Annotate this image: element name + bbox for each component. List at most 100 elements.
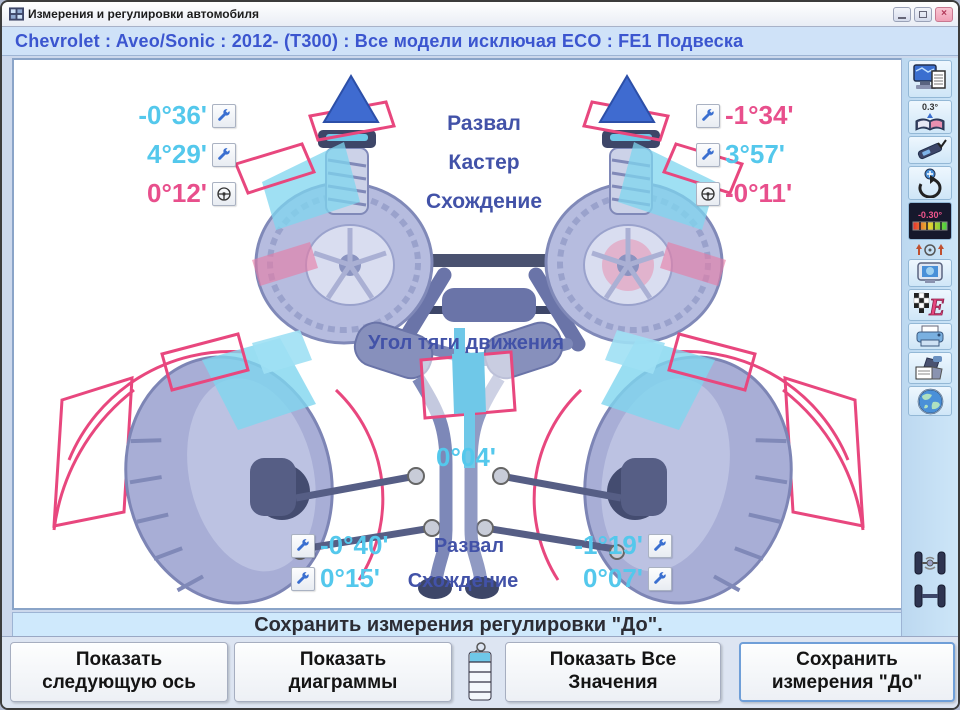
- level-display-value: -0.30°: [917, 209, 943, 220]
- front-left-camber-row: -0°36': [66, 100, 236, 131]
- close-icon: ×: [941, 8, 947, 19]
- wrench-icon: [216, 147, 232, 163]
- wrench-icon: [216, 108, 232, 124]
- save-tool-icon: [915, 356, 943, 380]
- rear-camber-label: Развал: [433, 535, 505, 557]
- globe-button[interactable]: [908, 386, 952, 416]
- value-list-magnifier-icon: [468, 642, 492, 701]
- wrench-icon: [652, 538, 668, 554]
- steering-wheel-icon: [700, 186, 716, 202]
- save-tool-button[interactable]: [908, 352, 952, 384]
- front-caster-label: Кастер: [448, 151, 520, 174]
- front-right-caster-row: 3°57': [696, 139, 785, 170]
- value-list-button[interactable]: [458, 639, 500, 705]
- adjust-front-left-caster-button[interactable]: [212, 142, 236, 167]
- front-left-camber-value: -0°36': [138, 100, 207, 130]
- show-next-axle-button[interactable]: Показать следующую ось: [10, 642, 228, 702]
- steering-wheel-icon: [216, 186, 232, 202]
- title-bar: Измерения и регулировки автомобиля ×: [2, 2, 958, 27]
- front-camber-label: Развал: [447, 112, 521, 135]
- spec-book-icon: [915, 112, 945, 131]
- front-left-caster-value: 4°29': [147, 139, 207, 169]
- thrust-angle-row: 0°04': [436, 442, 496, 473]
- front-left-toe-value: 0°12': [147, 178, 207, 208]
- rear-left-toe-value: 0°15': [320, 563, 380, 593]
- front-right-camber-value: -1°34': [725, 100, 794, 130]
- measurement-panel: -0°36' 4°29' 0°12' Развал Кастер Схожден…: [12, 58, 905, 610]
- suspension-illustration: [52, 74, 865, 605]
- rear-right-camber-row: -1°19': [444, 530, 672, 561]
- front-left-toe-row: 0°12': [66, 178, 236, 209]
- caliper-check-icon: [917, 139, 947, 160]
- adjust-front-right-camber-button[interactable]: [696, 103, 720, 128]
- monitor-icon: [917, 262, 943, 283]
- front-right-toe-value: -0°11': [725, 178, 793, 208]
- rear-left-camber-row: -0°40': [291, 530, 389, 561]
- maximize-icon: [919, 10, 927, 18]
- rear-right-camber-value: -1°19': [574, 530, 643, 560]
- rear-axle-graphic: [52, 321, 865, 605]
- spec-book-button[interactable]: 0.3°: [908, 100, 952, 134]
- printer-icon: [916, 325, 944, 347]
- spec-value: 0.3°: [921, 101, 939, 112]
- front-toe-label: Схождение: [425, 190, 543, 213]
- measure-screen-button[interactable]: [908, 60, 952, 98]
- caliper-check-button[interactable]: [908, 136, 952, 164]
- sensors-icon: [916, 243, 944, 256]
- front-left-caster-row: 4°29': [66, 139, 236, 170]
- steering-level-front-right-button[interactable]: [696, 181, 720, 206]
- finish-flag-button[interactable]: E: [908, 289, 952, 321]
- sensors-button[interactable]: [908, 242, 952, 256]
- close-button[interactable]: ×: [935, 6, 953, 22]
- adjust-front-right-caster-button[interactable]: [696, 142, 720, 167]
- wrench-icon: [295, 538, 311, 554]
- svg-text:E: E: [928, 295, 945, 319]
- front-axle-icon: [914, 551, 946, 575]
- rear-axle-select-button[interactable]: [908, 581, 952, 611]
- front-axle-select-button[interactable]: [908, 548, 952, 578]
- globe-icon: [917, 388, 943, 414]
- thrust-indicator-graphic: [419, 328, 517, 468]
- adjust-front-left-camber-button[interactable]: [212, 103, 236, 128]
- sidebar-toolbar: 0.3° -0.30°: [901, 58, 958, 640]
- reset-button[interactable]: [908, 166, 952, 200]
- monitor-button[interactable]: [908, 259, 952, 287]
- level-bar-icon: [912, 221, 948, 230]
- rear-toe-label: Схождение: [407, 570, 519, 592]
- show-all-values-button[interactable]: Показать Все Значения: [505, 642, 721, 702]
- app-icon: [9, 7, 24, 21]
- front-right-toe-row: -0°11': [696, 178, 792, 209]
- minimize-icon: [898, 16, 906, 19]
- front-right-caster-value: 3°57': [725, 139, 785, 169]
- printer-button[interactable]: [908, 323, 952, 350]
- finish-flag-icon: E: [913, 292, 945, 319]
- adjust-rear-right-toe-button[interactable]: [648, 566, 672, 591]
- save-before-measurements-button[interactable]: Сохранить измерения "До": [739, 642, 955, 702]
- rear-left-camber-value: -0°40': [320, 530, 389, 560]
- window-title: Измерения и регулировки автомобиля: [28, 7, 260, 21]
- rear-right-toe-value: 0°07': [583, 563, 643, 593]
- wrench-icon: [700, 147, 716, 163]
- thrust-angle-label: Угол тяги движения: [368, 332, 564, 354]
- adjust-rear-left-toe-button[interactable]: [291, 566, 315, 591]
- maximize-button[interactable]: [914, 6, 932, 22]
- show-diagrams-button[interactable]: Показать диаграммы: [234, 642, 452, 702]
- adjust-rear-right-camber-button[interactable]: [648, 533, 672, 558]
- steering-level-front-left-button[interactable]: [212, 181, 236, 206]
- wrench-icon: [295, 571, 311, 587]
- status-message: Сохранить измерения регулировки "До".: [12, 612, 905, 639]
- level-display-button[interactable]: -0.30°: [908, 202, 952, 240]
- rear-axle-icon: [914, 584, 946, 608]
- front-right-camber-row: -1°34': [696, 100, 794, 131]
- command-bar: Показать следующую ось Показать диаграмм…: [2, 636, 958, 708]
- vehicle-spec-header: Chevrolet : Aveo/Sonic : 2012- (T300) : …: [2, 27, 958, 56]
- rear-left-toe-row: 0°15': [291, 563, 380, 594]
- minimize-button[interactable]: [893, 6, 911, 22]
- wrench-icon: [652, 571, 668, 587]
- reset-icon: [918, 168, 942, 198]
- adjust-rear-left-camber-button[interactable]: [291, 533, 315, 558]
- thrust-angle-value: 0°04': [436, 442, 496, 472]
- rear-right-toe-row: 0°07': [444, 563, 672, 594]
- measure-screen-icon: [913, 64, 946, 89]
